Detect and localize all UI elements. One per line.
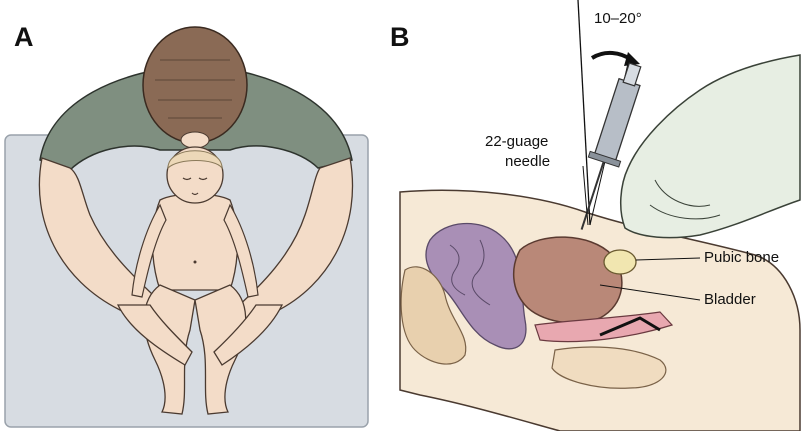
pubic-bone-label: Pubic bone: [704, 249, 779, 266]
bladder: [514, 237, 622, 323]
vertical-reference-line: [578, 0, 590, 225]
pubic-bone: [604, 250, 636, 274]
bladder-label: Bladder: [704, 291, 756, 308]
panel-b-letter: B: [390, 22, 410, 53]
needle-label-line1: 22-guage: [485, 133, 548, 150]
rotation-arrow: [592, 53, 632, 60]
panel-a-letter: A: [14, 22, 34, 53]
gloved-hand: [621, 55, 800, 238]
needle-label-line2: needle: [505, 153, 550, 170]
panel-b-illustration: [400, 0, 800, 431]
child-torso: [153, 194, 238, 290]
adult-ear: [181, 132, 209, 148]
panel-a-illustration: [5, 27, 368, 427]
angle-label: 10–20°: [594, 10, 642, 27]
adult-head: [143, 27, 247, 143]
